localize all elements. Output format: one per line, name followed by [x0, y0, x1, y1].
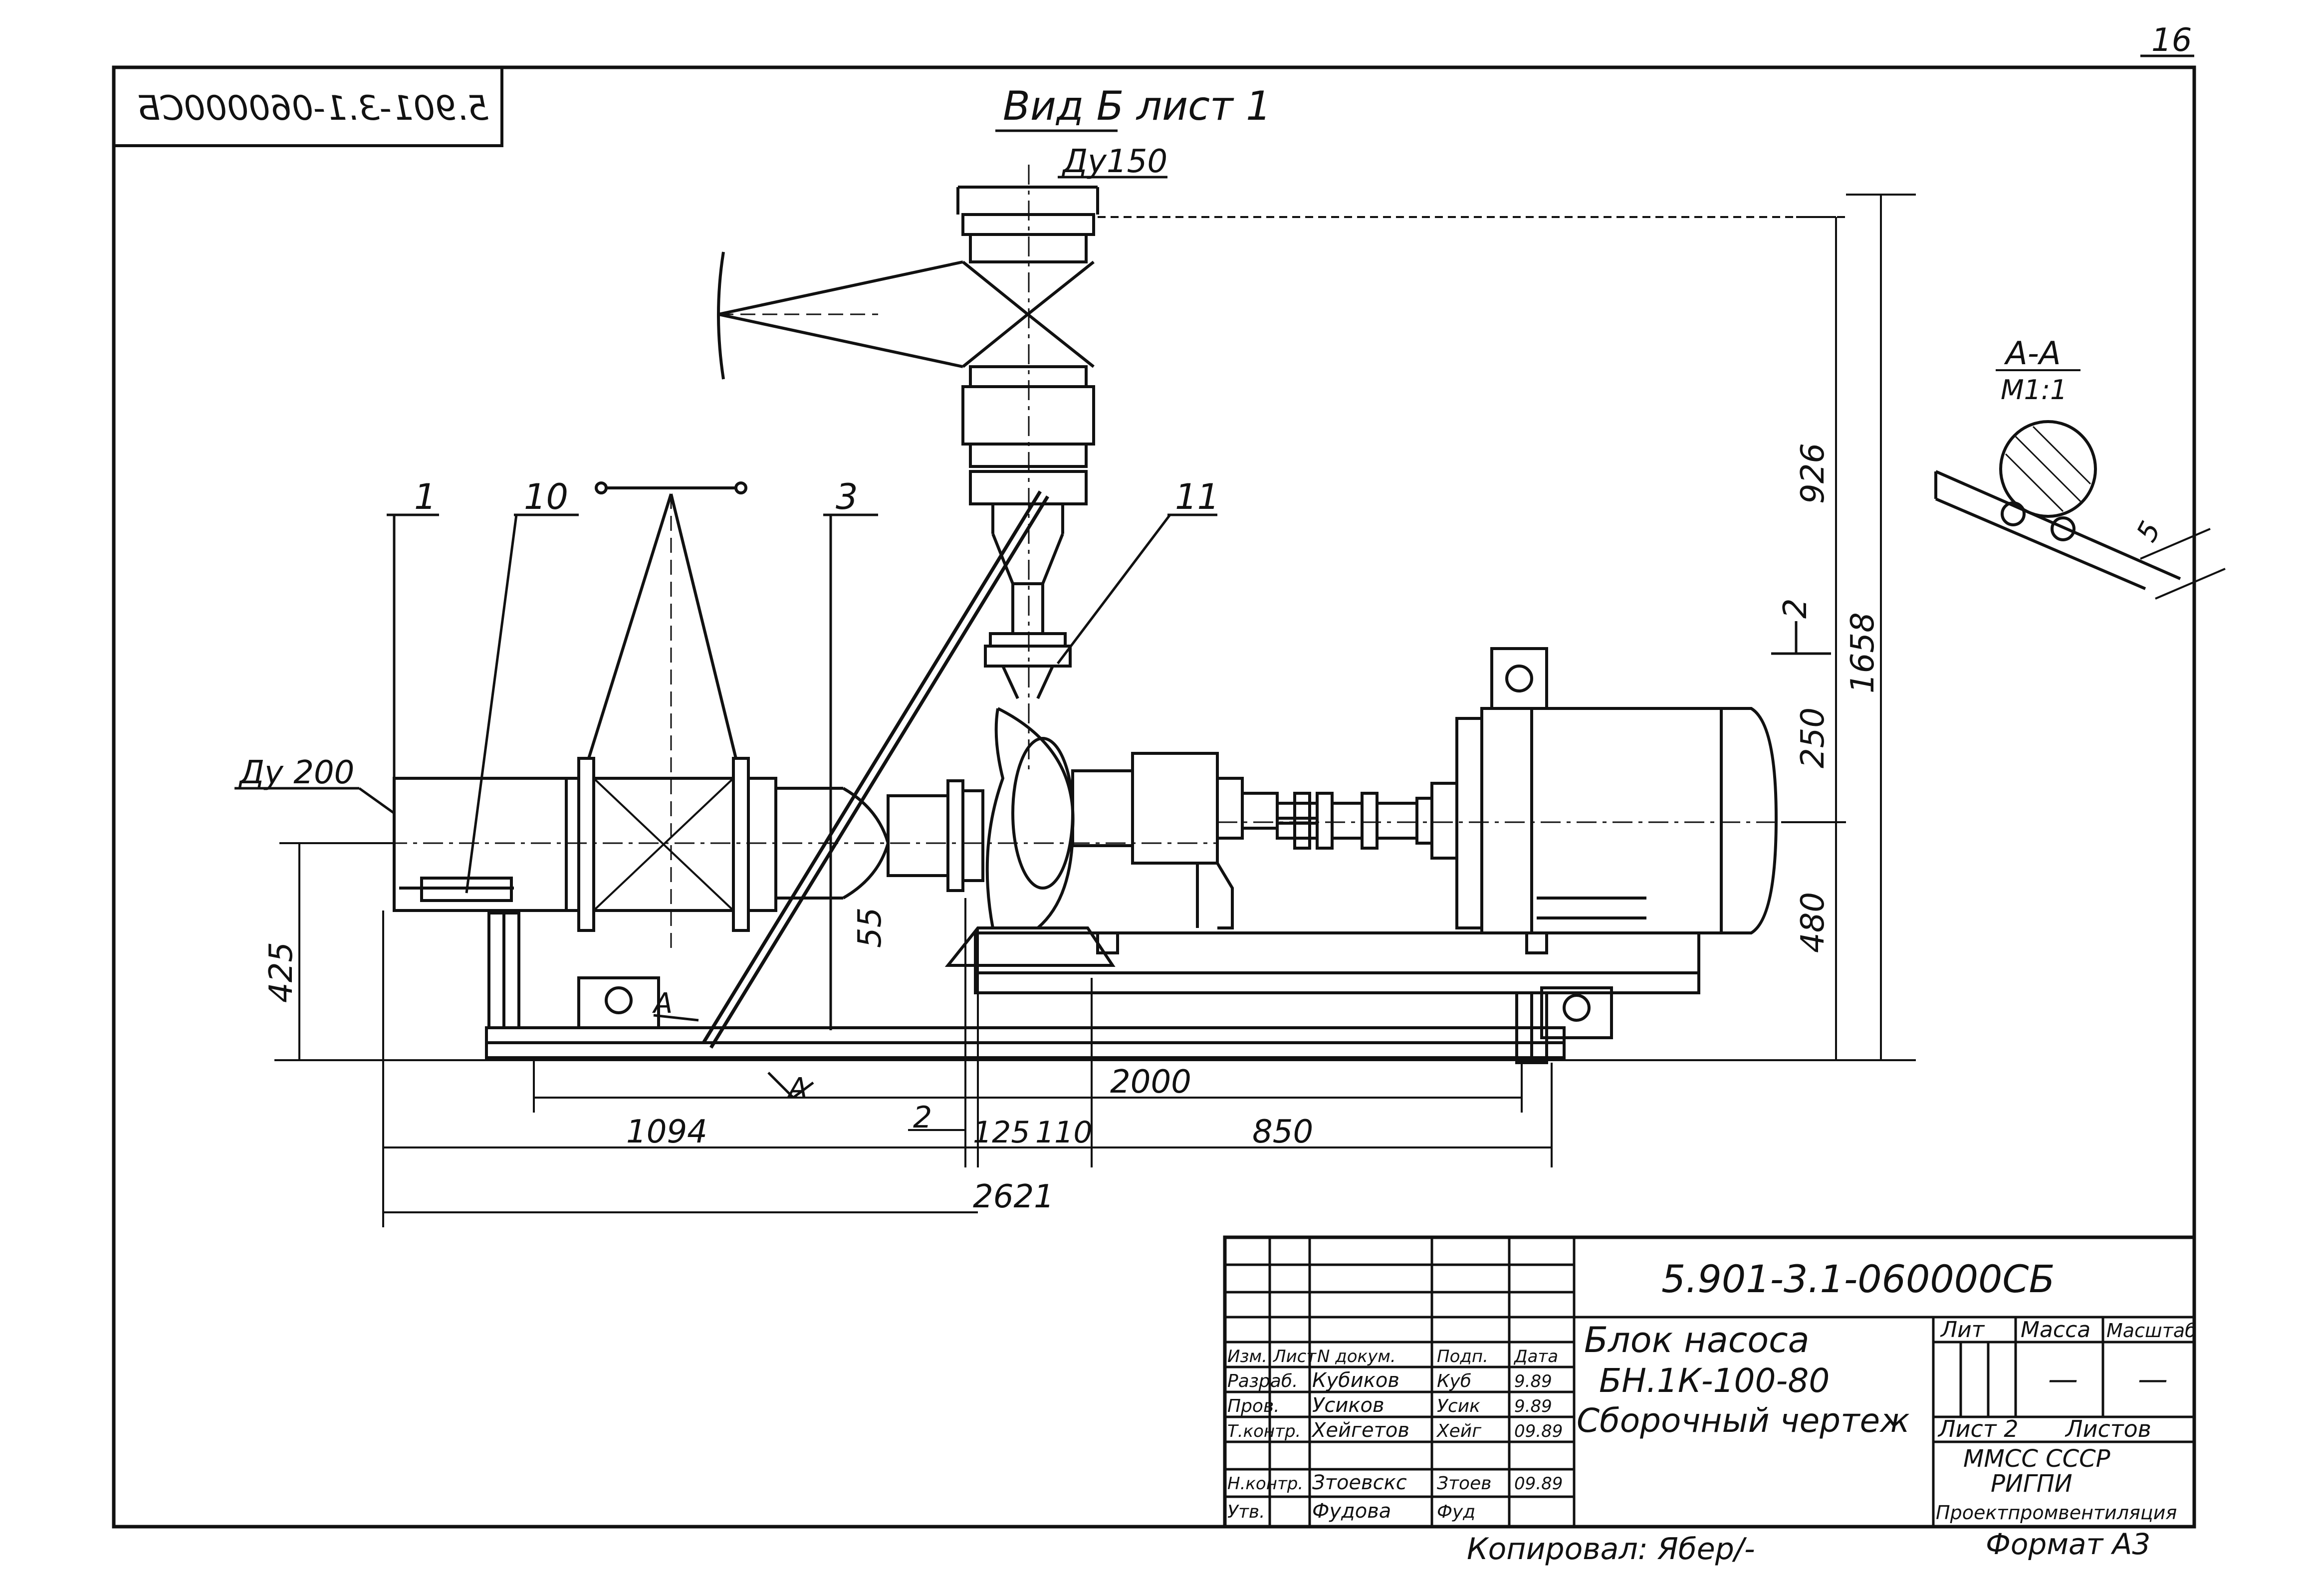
du200-label: Ду 200	[238, 754, 354, 791]
du200-leader-tail	[358, 787, 395, 815]
position-1: 1	[414, 476, 437, 517]
position-2-bottom: 2	[913, 1100, 932, 1135]
title-name-line1: Блок насоса	[1584, 1320, 1809, 1361]
mirrored-doc-code: 5.901-3.1-060000СБ	[137, 89, 489, 128]
row-surname: Усиков	[1312, 1394, 1384, 1417]
org-line1: ММСС СССР	[1963, 1445, 2110, 1473]
dim-926: 926	[1795, 443, 1832, 504]
title-block	[1223, 1235, 2196, 1529]
copied-by: Копировал: Ябер/-	[1467, 1532, 1755, 1567]
discharge-pipe-assembly	[956, 186, 1099, 699]
dim-2000: 2000	[1110, 1064, 1191, 1101]
hdr-date: Дата	[1513, 1347, 1558, 1367]
row-role: Пров.	[1227, 1396, 1280, 1416]
row-role: Разраб.	[1227, 1371, 1298, 1391]
position-10: 10	[524, 476, 568, 517]
title-doc-code: 5.901-3.1-060000СБ	[1661, 1257, 2055, 1301]
position-leaders	[387, 513, 1831, 1030]
mass-value: —	[2048, 1362, 2078, 1397]
base-frame	[399, 877, 1700, 1064]
left-dimension-lines	[279, 842, 394, 1060]
hdr-list: Лист	[1272, 1347, 1317, 1367]
cut-marker-a	[653, 1014, 814, 1099]
suction-pipe-assembly	[393, 757, 984, 932]
row-signature: Фуд	[1437, 1502, 1475, 1522]
sheets-label: Листов	[2065, 1415, 2151, 1442]
cut-a-label: А	[652, 987, 673, 1020]
row-role: Н.контр.	[1227, 1474, 1303, 1494]
row-date: 09.89	[1514, 1421, 1563, 1441]
dim-850: 850	[1252, 1114, 1313, 1150]
org-line2: РИГПИ	[1991, 1470, 2073, 1498]
row-surname: Фудова	[1312, 1500, 1391, 1523]
sheet-format: Формат А3	[1986, 1527, 2150, 1561]
dim-250: 250	[1795, 707, 1832, 768]
suction-sling	[587, 481, 747, 948]
row-surname: Кубиков	[1312, 1369, 1399, 1392]
title-name-line2: БН.1К-100-80	[1599, 1362, 1830, 1400]
position-2-motor: 2	[1777, 598, 1814, 619]
view-title: Вид Б лист 1	[1003, 83, 1271, 129]
row-role: Утв.	[1227, 1502, 1265, 1522]
position-11: 11	[1175, 476, 1219, 517]
dim-2621: 2621	[973, 1178, 1054, 1215]
row-surname: Зтоевскс	[1312, 1471, 1407, 1494]
title-name-line3: Сборочный чертеж	[1577, 1401, 1910, 1440]
row-date: 09.89	[1514, 1474, 1563, 1494]
diagonal-support-bar	[702, 490, 1049, 1049]
row-date: 9.89	[1514, 1371, 1552, 1391]
dim-125: 125	[973, 1115, 1030, 1150]
vertical-dimension-lines	[1098, 194, 1916, 1060]
row-date: 9.89	[1514, 1396, 1552, 1416]
dim-1658: 1658	[1845, 612, 1881, 693]
hdr-ndoc: N докум.	[1317, 1347, 1396, 1367]
sheet-label: Лист 2	[1937, 1415, 2018, 1442]
horizontal-dimension-lines	[382, 898, 1553, 1227]
section-scale: М1:1	[2001, 374, 2068, 406]
section-dim-5: 5	[2130, 516, 2167, 547]
dim-1094: 1094	[626, 1114, 707, 1150]
section-title: А-А	[2004, 335, 2061, 372]
org-line3: Проектпромвентиляция	[1936, 1502, 2177, 1524]
dim-425: 425	[263, 942, 300, 1003]
pump-body	[985, 707, 1279, 929]
dim-110: 110	[1035, 1115, 1093, 1150]
page-number: 16	[2151, 22, 2192, 59]
hdr-podp: Подп.	[1437, 1347, 1488, 1367]
row-signature: Хейг	[1436, 1421, 1482, 1441]
position-3: 3	[836, 476, 858, 517]
col-mass: Масса	[2021, 1317, 2090, 1343]
row-signature: Зтоев	[1437, 1473, 1491, 1494]
shaft-coupling	[1276, 792, 1433, 850]
scale-value: —	[2138, 1362, 2168, 1397]
du150-label: Ду150	[1061, 143, 1167, 180]
hdr-izm: Изм.	[1227, 1347, 1267, 1367]
electric-motor	[1430, 647, 1778, 934]
row-role: Т.контр.	[1227, 1421, 1301, 1441]
row-surname: Хейгетов	[1311, 1419, 1409, 1442]
col-lit: Лит	[1940, 1317, 1985, 1343]
cut-a-bottom-label: А	[787, 1072, 807, 1105]
section-a-a-detail	[1934, 420, 2226, 600]
col-scale: Масштаб	[2106, 1320, 2197, 1342]
dim-480: 480	[1795, 892, 1832, 953]
signature-rows: Разраб. Кубиков Куб 9.89 Пров. Усиков Ус…	[1227, 1369, 1563, 1523]
dim-55: 55	[852, 908, 889, 948]
pump-foot	[944, 926, 1116, 967]
sheet-frame	[112, 65, 2196, 1529]
row-signature: Усик	[1437, 1396, 1480, 1416]
row-signature: Куб	[1437, 1371, 1471, 1391]
mirrored-code-box	[112, 66, 503, 147]
discharge-sling	[717, 251, 963, 380]
